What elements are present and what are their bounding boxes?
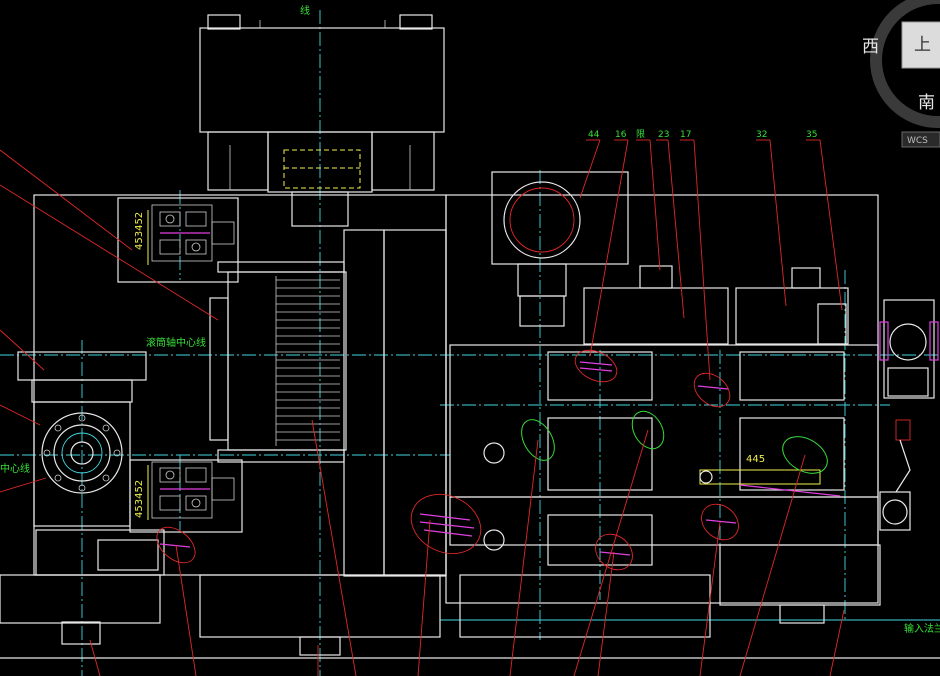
right-motor[interactable] [879, 299, 939, 531]
callout-16: 16 [615, 130, 627, 140]
section-hatch-marks [156, 349, 828, 571]
viewcube[interactable]: 上 西 南 WCS [862, 0, 940, 148]
lower-brake[interactable] [147, 461, 235, 520]
top-motor-assembly[interactable] [199, 14, 445, 227]
top-center-label: 线 [300, 4, 310, 17]
drum-hatching [275, 276, 340, 446]
left-frame[interactable] [0, 194, 940, 659]
callout-17: 17 [680, 130, 691, 140]
wcs-button[interactable] [901, 131, 940, 148]
viewcube-west-label[interactable]: 西 [862, 37, 879, 57]
viewcube-top-label: 上 [914, 35, 931, 55]
drum-axis-label: 滚筒轴中心线 [146, 336, 206, 349]
viewcube-top-face[interactable] [901, 21, 940, 69]
dimension-upper-brake: 453452 [134, 212, 145, 250]
viewcube-south-label[interactable]: 南 [918, 93, 935, 113]
right-frame[interactable] [445, 171, 879, 604]
leader-lines [0, 139, 845, 676]
wcs-label: WCS [907, 136, 928, 146]
left-center-label: 中心线 [0, 462, 30, 475]
input-flange-label: 输入法兰 [904, 622, 940, 635]
conveyor-housing[interactable] [449, 344, 881, 638]
upper-brake[interactable] [147, 204, 235, 265]
centerlines [0, 10, 940, 676]
left-gear-housing[interactable] [17, 351, 147, 527]
callout-44: 44 [588, 130, 600, 140]
callout-32: 32 [756, 130, 767, 140]
callout-23: 23 [658, 130, 669, 140]
dimension-lower-brake: 453452 [134, 480, 145, 518]
dimension-445: 445 [746, 454, 765, 465]
callout-35: 35 [806, 130, 817, 140]
callout-xian: 限 [636, 129, 645, 140]
